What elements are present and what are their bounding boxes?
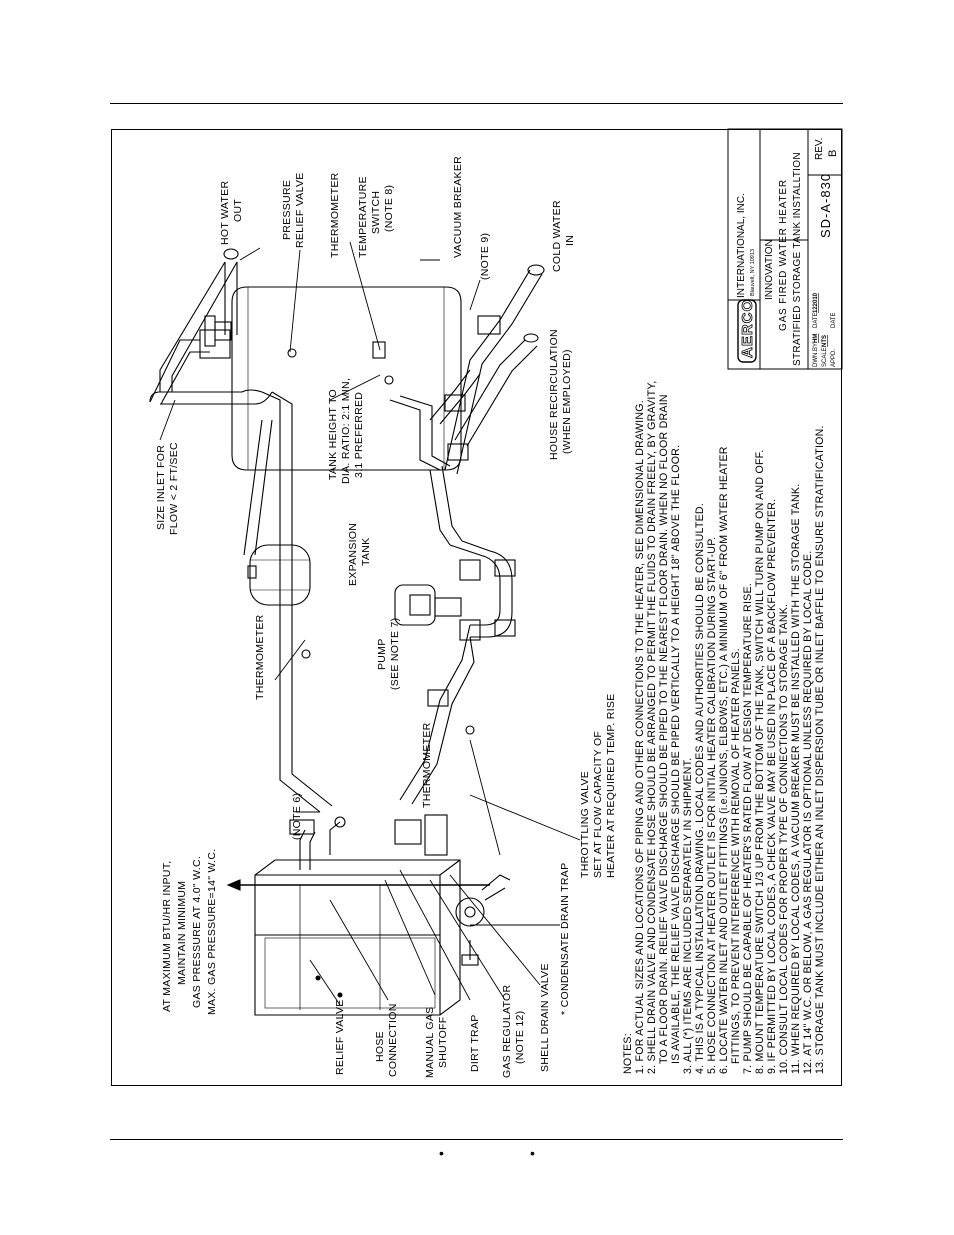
- house-recirc-label-2: (WHEN EMPLOYED): [561, 349, 573, 454]
- dwn-by-value: HM: [813, 334, 819, 343]
- thermometer-label-outlet: THERMOMETER: [254, 614, 266, 700]
- date-label: DATE: [813, 312, 819, 328]
- size-inlet-label-2: FLOW < 2 FT/SEC: [168, 442, 180, 535]
- cold-water-label-1: COLD WATER: [551, 200, 563, 272]
- manual-gas-label-1: MANUAL GAS: [424, 1007, 436, 1078]
- note-line: 7. PUMP SHOULD BE CAPABLE OF HEATER'S RA…: [742, 583, 754, 1074]
- throttling-label-1: THROTTLING VALVE: [579, 771, 591, 878]
- heater-piping: [289, 814, 511, 966]
- house-recirc-label-1: HOUSE RECIRCULATION: [548, 329, 560, 460]
- title-line-2: GAS FIRED WATER HEATER: [778, 179, 789, 331]
- temp-switch-label-3: (NOTE 8): [383, 185, 395, 232]
- date-value: 122010: [813, 292, 819, 313]
- note-line: TO A FLOOR DRAIN. RELIEF VALVE DISCHARGE…: [658, 394, 670, 1064]
- throttling-label-3: HEATER AT REQUIRED TEMP. RISE: [605, 693, 617, 878]
- rev-label: REV.: [814, 138, 825, 160]
- title-block-text: AERCO INTERNATIONAL, INC. Blauvelt, NY 1…: [736, 138, 839, 367]
- company-name: INTERNATIONAL, INC.: [736, 193, 747, 298]
- throttling-label-2: SET AT FLOW CAPACITY OF: [592, 731, 604, 878]
- note-line: 2. SHELL DRAIN VALVE AND CONDENSATE HOSE…: [646, 381, 658, 1074]
- temp-switch-label-1: TEMPERATURE: [357, 176, 369, 258]
- pressure-relief-label-2: RELIEF VALVE: [294, 172, 306, 248]
- expansion-tank: [243, 419, 311, 606]
- header-rule: [110, 103, 843, 104]
- note-line: 3. ALL (*) ITEMS ARE INCLUDED SEPARATELY…: [682, 758, 694, 1074]
- relief-valve-label: RELIEF VALVE: [334, 999, 346, 1075]
- note-line: FITTINGS, TO PREVENT INTERFERENCE WITH R…: [730, 648, 742, 1064]
- note-line: 1. FOR ACTUAL SIZES AND LOCATIONS OF PIP…: [634, 400, 646, 1074]
- footer-bullet-left: •: [439, 1145, 444, 1161]
- note6-label: (NOTE 6): [291, 793, 303, 840]
- condensate-trap-label: * CONDENSATE DRAIN TRAP: [559, 863, 571, 1015]
- footer-bullet-right: •: [530, 1145, 535, 1161]
- note-line: 12. AT 14" W.C. OR BELOW, A GAS REGULATO…: [802, 551, 814, 1074]
- cold-return-piping: [389, 264, 545, 475]
- drawing-artwork: [149, 241, 581, 1016]
- note-line: 13. STORAGE TANK MUST INCLUDE EITHER AN …: [814, 425, 826, 1074]
- hot-water-label-1: HOT WATER: [219, 181, 231, 245]
- cold-water-label-2: IN: [564, 235, 576, 246]
- note-line: 10. CONSULT LOCAL CODES FOR PROPER TYPE …: [778, 604, 790, 1074]
- appd-date-label: DATE: [831, 312, 837, 328]
- hot-water-label-2: OUT: [232, 199, 244, 222]
- note9-label: (NOTE 9): [479, 233, 491, 280]
- pump-label-1: PUMP: [376, 638, 388, 670]
- manual-gas-label-2: SHUTOFF: [437, 1017, 449, 1069]
- hose-connection-label-1: HOSE: [374, 1031, 386, 1062]
- vacuum-breaker-label: VACUUM BREAKER: [452, 156, 464, 258]
- appd-label: APPD.: [831, 349, 837, 367]
- pump-label-2: (SEE NOTE 7): [389, 618, 401, 690]
- note-line: IS AVAILABLE, THE RELIEF VALVE DISCHARGE…: [670, 445, 682, 1064]
- drawing-number: SD-A-830: [818, 173, 833, 238]
- temp-switch-label-2: SWITCH: [370, 191, 382, 234]
- leader-lines: [159, 241, 581, 1006]
- pump-loop: [394, 465, 516, 805]
- title-line-1: INNOVATION: [764, 239, 775, 300]
- note-line: 11. WHEN REQUIRED BY LOCAL CODES, A VACU…: [790, 484, 802, 1074]
- gas-input-label-2: MAINTAIN MINIMUM: [176, 881, 188, 985]
- gas-regulator-label-2: (NOTE 12): [514, 1011, 526, 1064]
- tank-height-label-1: TANK HEIGHT TO: [327, 389, 339, 480]
- scale-value: NTS: [822, 335, 828, 347]
- gas-input-label-1: AT MAXIMUM BTU/HR INPUT,: [161, 861, 173, 1012]
- scale-label: SCALE: [822, 347, 828, 367]
- thermometer-label-pump: THERMOMETER: [421, 722, 433, 808]
- note-line: 6. LOCATE WATER INLET AND OUTLET FITTING…: [718, 446, 730, 1074]
- tank-height-label-2: DIA. RATIO: 2:1 MIN,: [340, 378, 352, 484]
- dwn-by-label: DWN.BY: [813, 343, 819, 367]
- notes-header: NOTES:: [622, 1033, 634, 1074]
- drawing-frame: [111, 129, 842, 1086]
- title-line-3: STRATIFIED STORAGE TANK INSTALLTION: [792, 152, 803, 366]
- company-address: Blauvelt, NY 10913: [750, 249, 756, 296]
- pressure-relief-label-1: PRESSURE: [281, 180, 293, 240]
- note-line: 9. IF PERMITTED BY LOCAL CODES, A CHECK …: [766, 499, 778, 1074]
- title-block: [727, 128, 843, 370]
- water-heater-cabinet: [226, 859, 490, 1016]
- thermometer-outlet: [301, 649, 311, 659]
- expansion-label-2: TANK: [360, 538, 372, 566]
- hose-connection-label-2: CONNECTION: [387, 1003, 399, 1077]
- tank-height-label-3: 3:1 PREFERRED: [353, 392, 365, 478]
- expansion-label-1: EXPANSION: [347, 523, 359, 586]
- rev-value: B: [827, 150, 839, 157]
- aerco-logo: AERCO: [739, 299, 756, 358]
- note-line: 8. MOUNT TEMPERATURE SWITCH 1/3 UP FROM …: [754, 450, 766, 1074]
- shell-drain-label: SHELL DRAIN VALVE: [539, 963, 551, 1072]
- size-inlet-label-1: SIZE INLET FOR: [155, 445, 167, 530]
- dirt-trap-label: DIRT TRAP: [469, 1014, 481, 1072]
- note-line: 4. THIS IS A TYPICAL INSTALLATION DRAWIN…: [694, 503, 706, 1074]
- gas-input-label-3: GAS PRESSURE AT 4.0" W.C.: [191, 856, 203, 1008]
- note-line: 5. HOSE CONNECTION AT HEATER OUTLET IS F…: [706, 537, 718, 1074]
- thermometer-label-tank: THERMOMETER: [329, 172, 341, 258]
- gas-regulator-label-1: GAS REGULATOR: [501, 985, 513, 1078]
- footer-rule: [110, 1139, 843, 1140]
- gas-input-label-4: MAX. GAS PRESSURE=14" W.C.: [206, 849, 218, 1015]
- diagram-labels: AT MAXIMUM BTU/HR INPUT, MAINTAIN MINIMU…: [155, 156, 617, 1078]
- notes-block: NOTES: 1. FOR ACTUAL SIZES AND LOCATIONS…: [622, 381, 826, 1074]
